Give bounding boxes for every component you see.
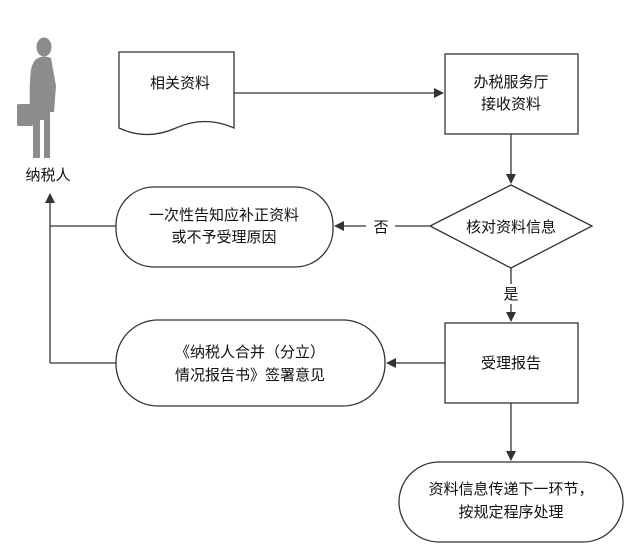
node-verify-documents: 核对资料信息 <box>428 184 594 269</box>
pass-to-next-line2: 按规定程序处理 <box>458 503 563 521</box>
merger-report-sign-line1: 《纳税人合并（分立） <box>175 343 325 361</box>
edge-no-label: 否 <box>373 218 388 236</box>
tax-hall-receive-line1: 办税服务厅 <box>473 73 548 91</box>
node-pass-to-next: 资料信息传递下一环节， 按规定程序处理 <box>398 461 624 543</box>
node-accept-report: 受理报告 <box>444 322 579 404</box>
merger-report-sign-line2: 情况报告书》签署意见 <box>175 366 325 384</box>
one-time-notice-line2: 或不予受理原因 <box>171 228 276 246</box>
businessman-silhouette-icon <box>17 37 56 158</box>
actor-label: 纳税人 <box>25 166 70 184</box>
tax-hall-receive-line2: 接收资料 <box>481 95 541 113</box>
accept-report-label: 受理报告 <box>481 354 541 372</box>
verify-documents-label: 核对资料信息 <box>466 218 556 236</box>
node-related-documents: 相关资料 <box>118 51 235 136</box>
related-documents-label: 相关资料 <box>150 74 210 92</box>
pass-to-next-line1: 资料信息传递下一环节， <box>428 480 593 498</box>
node-one-time-notice: 一次性告知应补正资料 或不予受理原因 <box>115 186 334 268</box>
node-tax-hall-receive: 办税服务厅 接收资料 <box>444 53 579 135</box>
one-time-notice-line1: 一次性告知应补正资料 <box>149 206 299 224</box>
edge-yes-label: 是 <box>503 285 518 303</box>
node-merger-report-sign: 《纳税人合并（分立） 情况报告书》签署意见 <box>115 319 386 407</box>
